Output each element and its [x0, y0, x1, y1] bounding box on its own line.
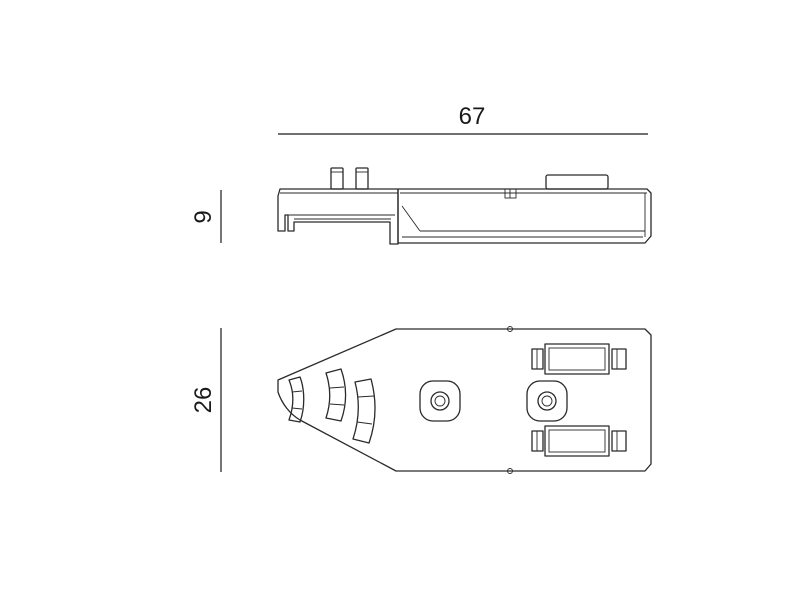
side-pin-right: [355, 167, 369, 190]
mounting-hole-right: [526, 380, 568, 422]
length-dimension: 67: [278, 103, 648, 135]
length-dimension-label: 67: [459, 103, 486, 130]
side-notch: [504, 188, 517, 199]
height-dimension-label: 9: [190, 210, 217, 223]
contact-block-bottom: [531, 425, 627, 457]
side-left-section: [277, 188, 399, 245]
side-view: [277, 167, 652, 245]
side-pin-left: [330, 167, 344, 190]
top-view-outline: [277, 328, 652, 472]
top-view: [277, 326, 652, 474]
curved-slot-1: [288, 376, 305, 423]
curved-slot-2: [325, 368, 347, 422]
width-dimension-label: 26: [190, 387, 217, 414]
width-dimension: 26: [190, 328, 222, 472]
height-dimension: 9: [190, 190, 222, 243]
curved-slot-3: [352, 378, 376, 444]
side-top-boss: [545, 174, 609, 190]
side-main-body: [397, 188, 652, 244]
mounting-hole-left: [419, 380, 461, 422]
contact-block-top: [531, 343, 627, 375]
